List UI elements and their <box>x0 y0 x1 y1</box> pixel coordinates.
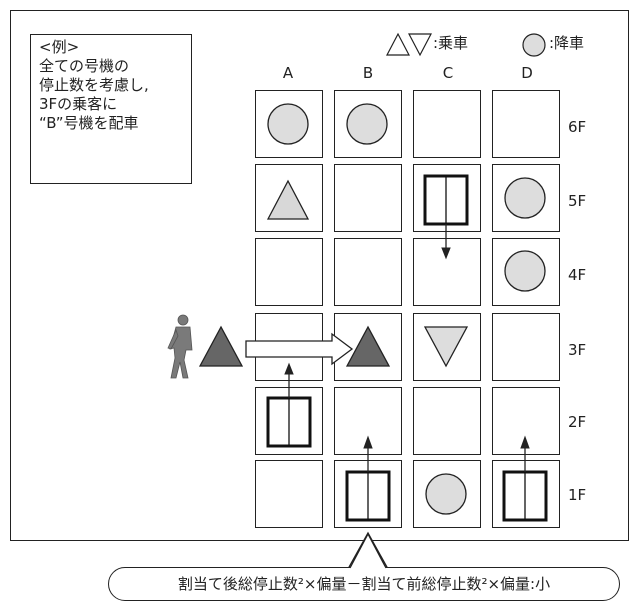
example-box: <例> 全ての号機の 停止数を考慮し, 3Fの乗客に “B”号機を配車 <box>30 34 192 184</box>
column-label-c: C <box>442 64 454 82</box>
cell-c-6f <box>413 90 481 158</box>
cell-c-5f <box>413 164 481 232</box>
caption: 割当て後総停止数²×偏量－割当て前総停止数²×偏量:小 <box>108 567 620 601</box>
cell-b-4f <box>334 238 402 306</box>
cell-d-5f <box>492 164 560 232</box>
cell-d-1f <box>492 460 560 528</box>
legend-alighting-label: :降車 <box>549 34 585 52</box>
cell-c-4f <box>413 238 481 306</box>
floor-label-1f: 1F <box>568 486 587 504</box>
legend-boarding-label: :乗車 <box>433 34 469 52</box>
floor-label-4f: 4F <box>568 266 587 284</box>
cell-c-2f <box>413 387 481 455</box>
cell-c-1f <box>413 460 481 528</box>
example-line: 全ての号機の <box>39 57 130 75</box>
example-line: 3Fの乗客に <box>39 95 118 113</box>
column-label-a: A <box>282 64 294 82</box>
cell-b-5f <box>334 164 402 232</box>
example-line: 停止数を考慮し, <box>39 76 149 94</box>
cell-b-2f <box>334 387 402 455</box>
floor-label-5f: 5F <box>568 192 587 210</box>
cell-a-4f <box>255 238 323 306</box>
cell-a-6f <box>255 90 323 158</box>
column-label-b: B <box>362 64 374 82</box>
column-label-d: D <box>521 64 533 82</box>
cell-a-2f <box>255 387 323 455</box>
cell-d-3f <box>492 313 560 381</box>
cell-b-1f <box>334 460 402 528</box>
cell-d-4f <box>492 238 560 306</box>
floor-label-2f: 2F <box>568 413 587 431</box>
cell-a-5f <box>255 164 323 232</box>
cell-d-6f <box>492 90 560 158</box>
cell-c-3f <box>413 313 481 381</box>
floor-label-6f: 6F <box>568 118 587 136</box>
cell-a-3f <box>255 313 323 381</box>
diagram-frame <box>10 10 629 541</box>
cell-b-6f <box>334 90 402 158</box>
example-line: “B”号機を配車 <box>39 114 139 132</box>
cell-a-1f <box>255 460 323 528</box>
cell-b-3f <box>334 313 402 381</box>
floor-label-3f: 3F <box>568 341 587 359</box>
cell-d-2f <box>492 387 560 455</box>
example-line: <例> <box>39 38 80 56</box>
